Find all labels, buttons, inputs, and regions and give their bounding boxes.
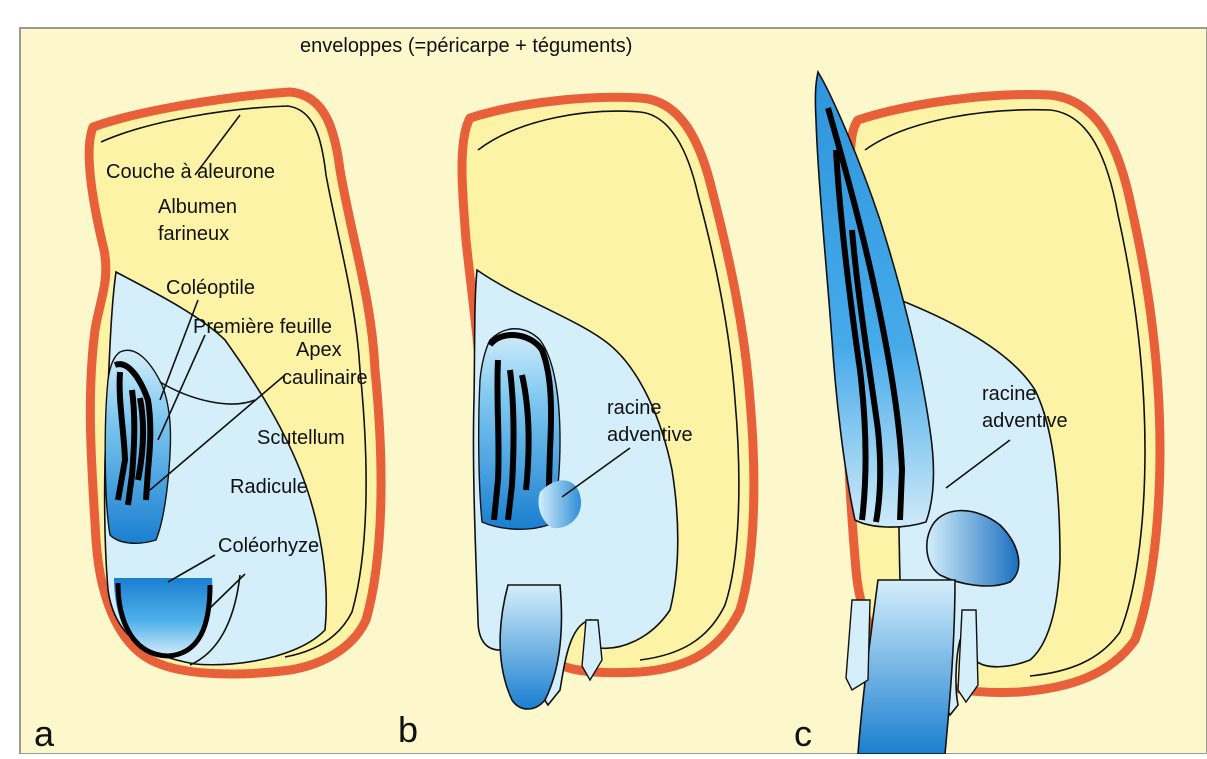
- panel-letter-a: a: [34, 713, 55, 754]
- label-scutellum: Scutellum: [257, 427, 345, 449]
- label-b-adventitious-root-line1: racine: [607, 397, 661, 419]
- label-enveloppes: enveloppes (=péricarpe + téguments): [300, 35, 632, 57]
- panel-c-coleorhize-tab-right: [958, 610, 978, 702]
- label-apex-line1: Apex: [296, 339, 342, 361]
- label-b-adventitious-root-line2: adventive: [607, 424, 693, 446]
- label-radicle: Radicule: [230, 476, 308, 498]
- label-albumen-line1: Albumen: [158, 196, 237, 218]
- label-coleorhize: Coléorhyze: [218, 535, 319, 557]
- label-c-adventitious-root-line1: racine: [982, 383, 1036, 405]
- label-first-leaf: Première feuille: [193, 316, 332, 338]
- panel-letter-b: b: [398, 709, 418, 750]
- panel-letter-c: c: [794, 713, 812, 754]
- label-aleurone-layer: Couche à aleurone: [106, 161, 275, 183]
- label-c-adventitious-root-line2: adventive: [982, 410, 1068, 432]
- label-apex-line2: caulinaire: [282, 367, 368, 389]
- label-coleoptile: Coléoptile: [166, 277, 255, 299]
- label-albumen-line2: farineux: [158, 223, 229, 245]
